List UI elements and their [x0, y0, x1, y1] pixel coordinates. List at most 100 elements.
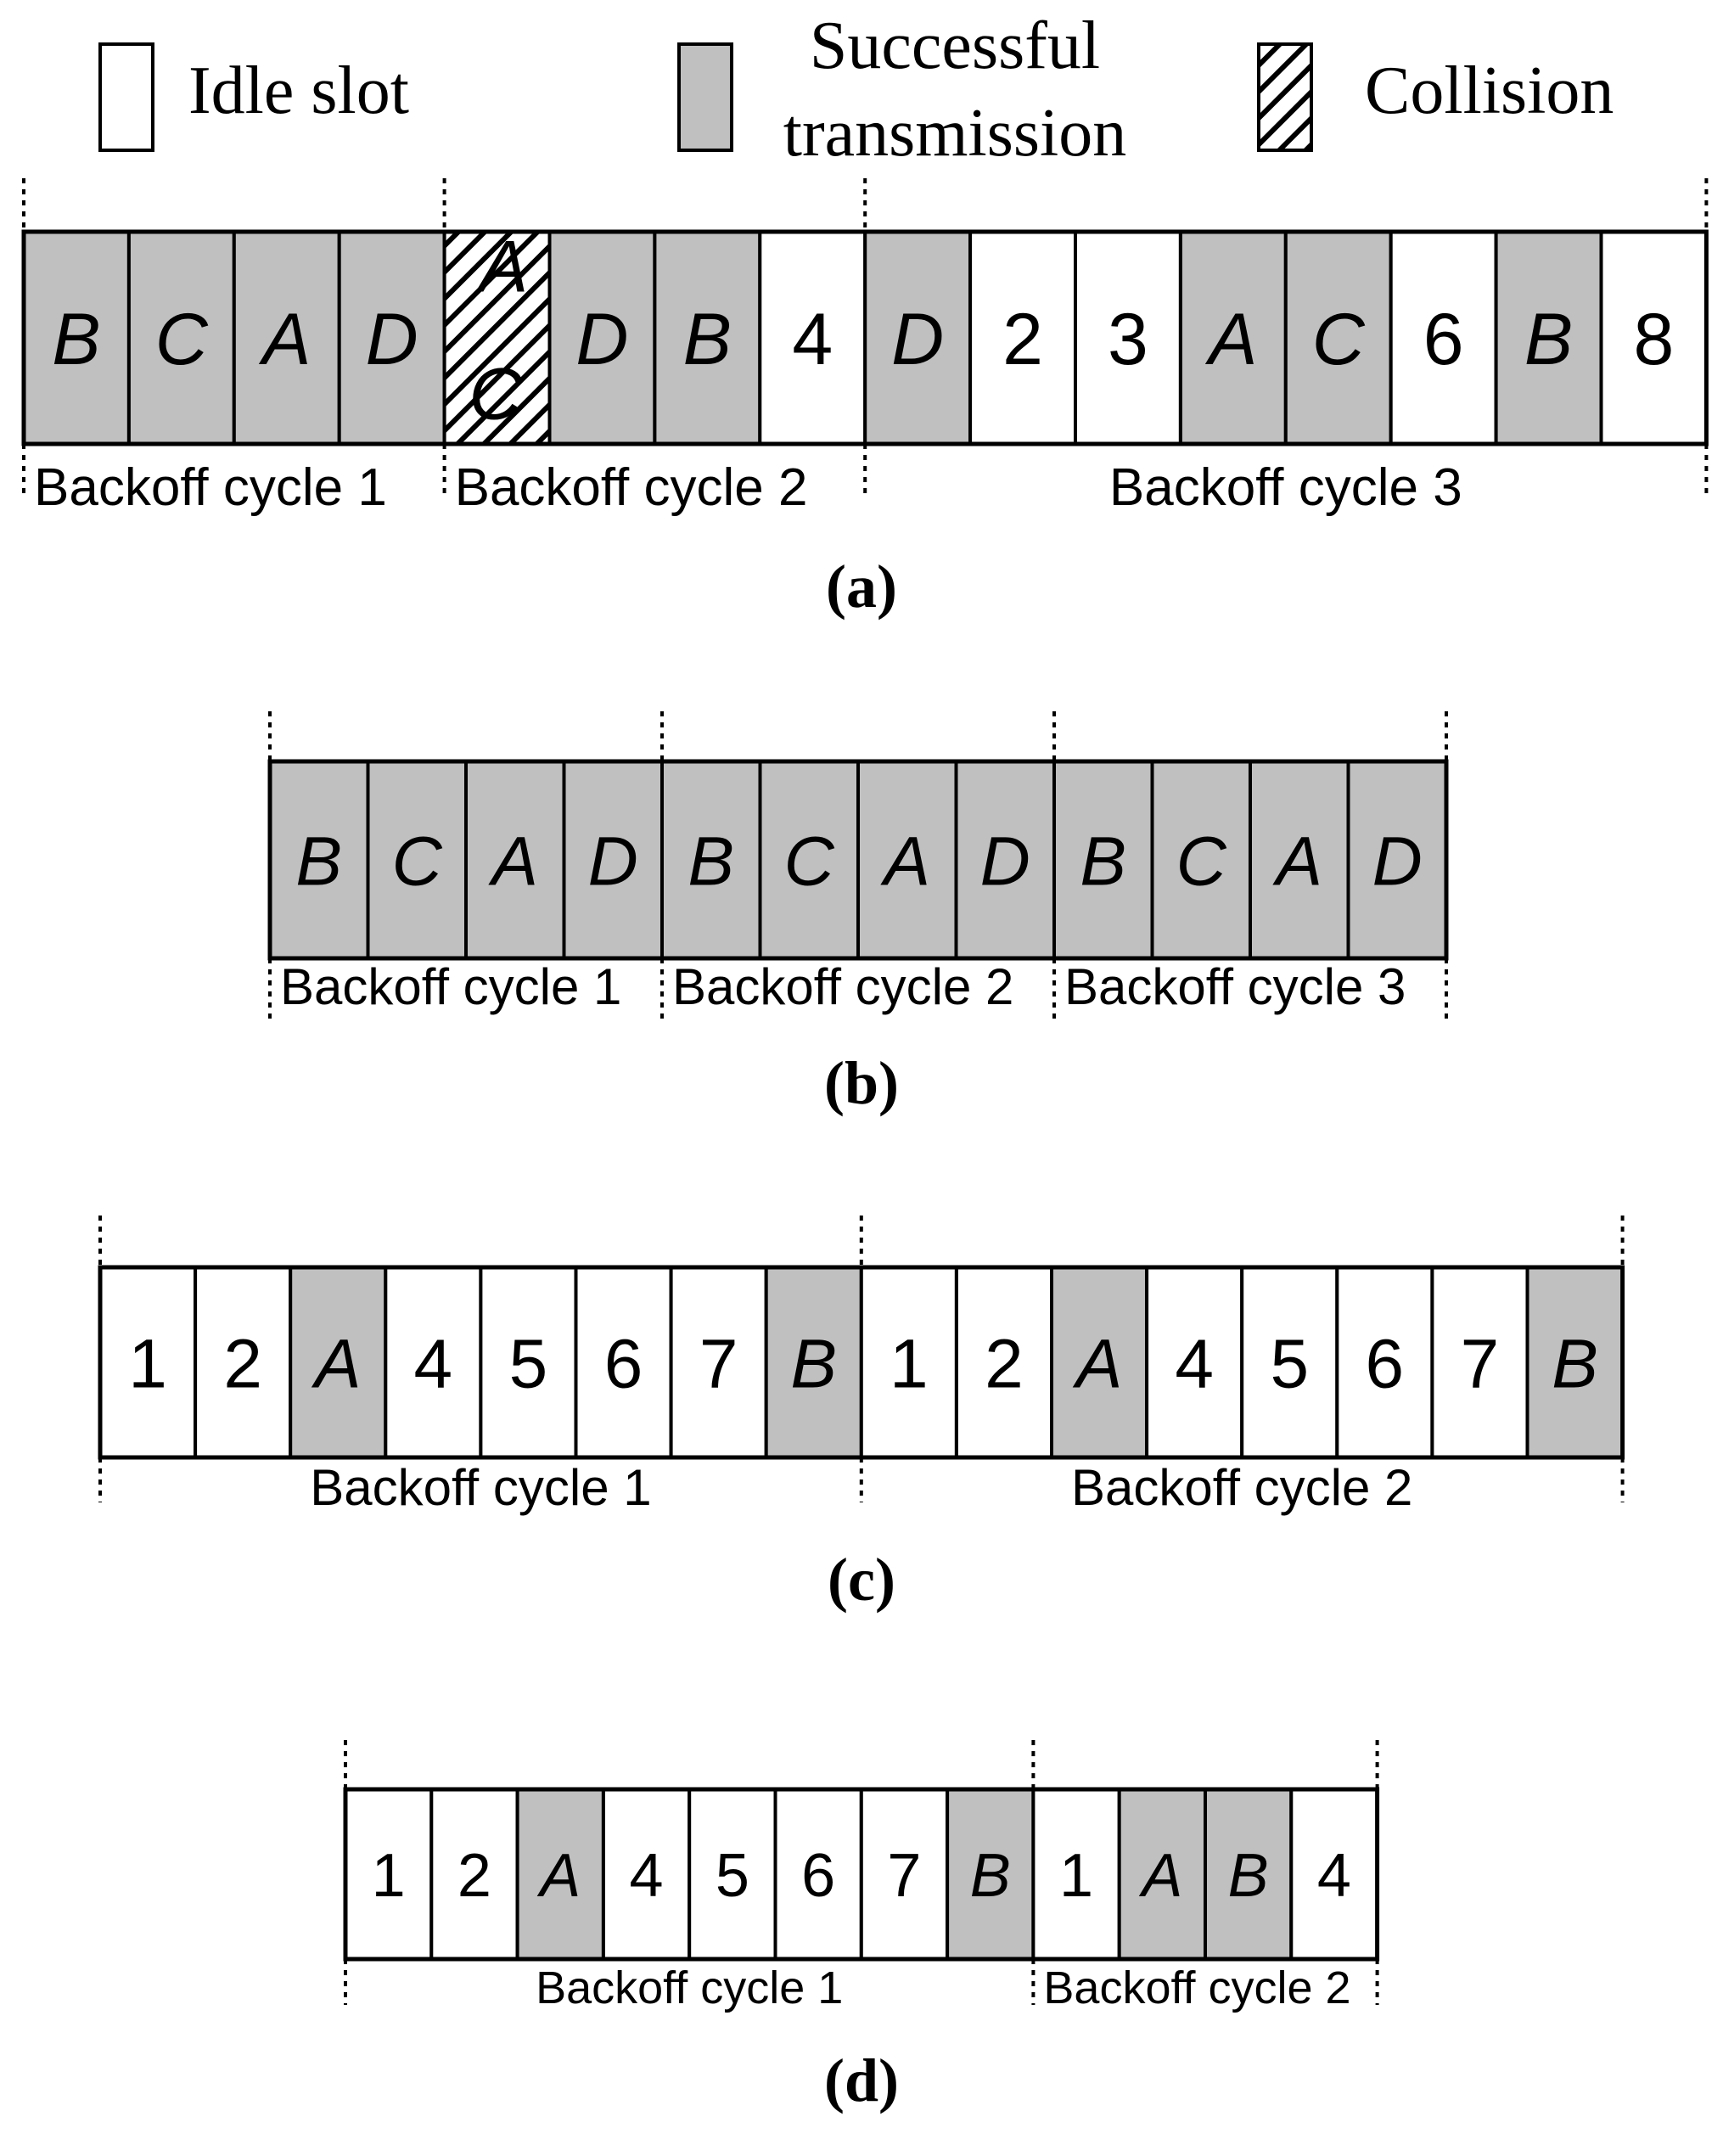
backoff-cycle-label: Backoff cycle 2 [1043, 1962, 1350, 2013]
legend-swatch-success [677, 42, 733, 152]
slot-idle: 6 [773, 1788, 863, 1961]
slot-success: B [1052, 760, 1154, 960]
slot-success: D [337, 230, 446, 446]
slot-number: 6 [1423, 299, 1464, 380]
slot-idle: 6 [1335, 1266, 1434, 1459]
slot-collision: AC [442, 227, 552, 446]
slot-idle: 2 [968, 230, 1077, 446]
station-label: A [311, 1326, 362, 1403]
backoff-cycle-label: Backoff cycle 3 [1109, 458, 1462, 517]
slot-success: A [856, 760, 958, 960]
slot-success: C [1283, 230, 1393, 446]
slot-success: B [268, 760, 370, 960]
slot-success: D [1346, 760, 1448, 960]
slot-idle-box [1145, 1266, 1244, 1459]
slot-idle: 4 [601, 1788, 692, 1961]
slot-number: 6 [1366, 1326, 1405, 1403]
slot-number: 2 [1002, 299, 1043, 380]
slot-number: 2 [457, 1842, 491, 1910]
slot-idle: 2 [429, 1788, 519, 1961]
slot-number: 3 [1108, 299, 1148, 380]
panel-caption-letter: c [848, 1546, 875, 1614]
station-label: C [1176, 823, 1227, 901]
panel-caption-letter: d [845, 2047, 878, 2114]
station-label: A [1072, 1326, 1123, 1403]
panel-caption: (c) [828, 1546, 895, 1614]
slot-success: D [863, 230, 973, 446]
station-label: B [688, 823, 734, 901]
slot-success-box [547, 230, 657, 446]
slot-success-box [1346, 760, 1448, 960]
slot-success: A [464, 760, 566, 960]
legend-label-collision: Collision [1365, 53, 1614, 128]
backoff-cycle-label: Backoff cycle 2 [455, 458, 808, 517]
backoff-cycle-label: Backoff cycle 2 [1071, 1459, 1412, 1516]
station-label: B [1524, 299, 1573, 380]
slot-success: C [758, 760, 860, 960]
slot-number: 5 [509, 1326, 548, 1403]
slot-success-box [946, 1788, 1035, 1961]
slot-idle: 6 [574, 1266, 673, 1459]
slot-success-box [126, 230, 236, 446]
slot-idle: 2 [954, 1266, 1054, 1459]
panel-caption-letter: a [846, 553, 877, 620]
station-label: C [155, 299, 209, 380]
station-label: A [536, 1842, 581, 1910]
slot-idle: 1 [859, 1266, 958, 1459]
slot-success: B [764, 1266, 863, 1459]
station-label: D [980, 823, 1030, 901]
slot-idle: 4 [1145, 1266, 1244, 1459]
slot-success: C [366, 760, 468, 960]
slot-success: B [1494, 230, 1603, 446]
legend-label-success: transmission [783, 96, 1126, 171]
legend-swatch-collision [1257, 42, 1313, 152]
station-label: A [258, 299, 311, 380]
slot-number: 7 [1461, 1326, 1500, 1403]
legend-item-success: Successful transmission [677, 8, 1126, 171]
slot-idle: 6 [1389, 230, 1498, 446]
backoff-cycle-label: Backoff cycle 1 [310, 1459, 651, 1516]
slot-idle-box [1430, 1266, 1529, 1459]
station-label: C [1312, 299, 1366, 380]
slot-success-box [1178, 230, 1288, 446]
panel-caption: (d) [824, 2047, 899, 2114]
slot-idle-box [758, 230, 867, 446]
station-label: B [1080, 823, 1126, 901]
collision-station-label: A [475, 227, 528, 308]
station-label: D [575, 299, 628, 380]
slot-success: A [232, 230, 341, 446]
panel-caption: (a) [826, 553, 897, 620]
slot-number: 4 [414, 1326, 453, 1403]
station-label: D [366, 299, 418, 380]
slot-success: A [1249, 760, 1350, 960]
slot-number: 7 [887, 1842, 921, 1910]
slot-number: 8 [1634, 299, 1675, 380]
slot-number: 4 [1317, 1842, 1351, 1910]
station-label: B [970, 1842, 1011, 1910]
slot-idle: 5 [479, 1266, 578, 1459]
station-label: C [784, 823, 835, 901]
slot-number: 1 [128, 1326, 167, 1403]
slot-idle: 5 [1240, 1266, 1339, 1459]
slot-success: A [1178, 230, 1288, 446]
backoff-cycle-label: Backoff cycle 3 [1064, 958, 1406, 1015]
slot-success-box [1249, 760, 1350, 960]
slot-number: 6 [801, 1842, 835, 1910]
backoff-cycle-label: Backoff cycle 2 [672, 958, 1013, 1015]
station-label: D [891, 299, 944, 380]
legend-label-success: Successful [810, 8, 1100, 83]
slot-success-box [1052, 760, 1154, 960]
slot-number: 6 [604, 1326, 643, 1403]
station-label: B [52, 299, 100, 380]
slot-number: 7 [699, 1326, 738, 1403]
station-label: A [1271, 823, 1322, 901]
station-label: B [295, 823, 342, 901]
slot-success: A [1050, 1266, 1149, 1459]
station-label: B [1552, 1326, 1598, 1403]
slot-success: B [1204, 1788, 1294, 1961]
slot-idle: 7 [1430, 1266, 1529, 1459]
